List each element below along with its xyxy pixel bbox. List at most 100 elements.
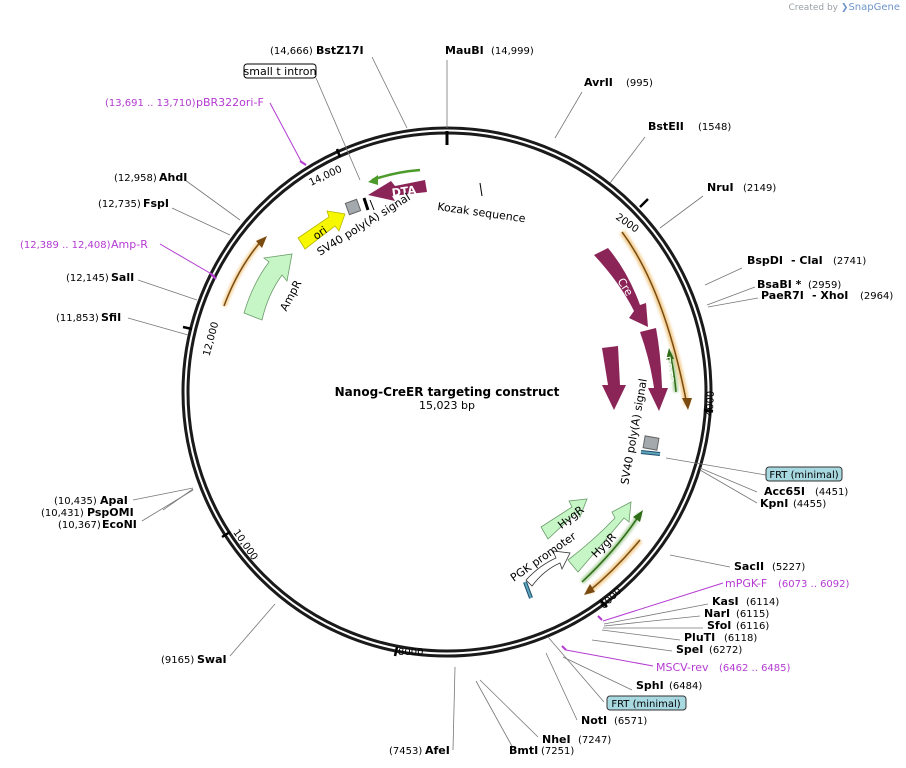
site-nhei-name[interactable]: NheI [542, 733, 571, 746]
tick-10000: 10,000 [230, 528, 259, 563]
site-noti-name[interactable]: NotI [581, 714, 607, 727]
site-bsteii-name[interactable]: BstEII [648, 120, 684, 133]
sv40-right-label: SV40 poly(A) signal [618, 378, 649, 486]
site-acc65i-pos: (4451) [815, 487, 848, 498]
site-sacii-name[interactable]: SacII [734, 560, 764, 573]
hygr-inner-feature[interactable] [567, 501, 632, 573]
site-labels[interactable]: MauBI (14,999) AvrII (995) BstEII (1548)… [41, 44, 893, 757]
site-apai-pos: (10,435) [54, 496, 97, 507]
tick-14000: 14,000 [307, 164, 343, 189]
primer-pbr322-pos: (13,691 .. 13,710) [105, 98, 196, 109]
site-afei-pos: (7453) [389, 746, 422, 757]
site-clai-name[interactable]: - ClaI [791, 254, 823, 267]
site-econi-pos: (10,367) [58, 520, 101, 531]
site-afei-name[interactable]: AfeI [425, 744, 450, 757]
site-fspi-name[interactable]: FspI [143, 197, 169, 210]
primer-labels[interactable]: (13,691 .. 13,710) pBR322ori-F (12,389 .… [20, 96, 850, 674]
snapgene-logo-icon: ❯ [840, 3, 849, 13]
site-bspdi-name[interactable]: BspDI [747, 254, 783, 267]
dta-label: DTA [391, 183, 417, 199]
site-kasi-pos: (6114) [746, 597, 779, 608]
tick-4000: 4000 [705, 391, 717, 417]
small-t-intron-box[interactable] [243, 63, 317, 79]
site-pluti-pos: (6118) [724, 633, 757, 644]
site-maubi-pos: (14,999) [491, 46, 534, 57]
frt-bottom-box[interactable] [606, 695, 687, 711]
frt-top-label: FRT (minimal) [769, 470, 838, 481]
site-sfoi-name[interactable]: SfoI [707, 619, 731, 632]
site-avrii-name[interactable]: AvrII [584, 76, 613, 89]
site-sali-name[interactable]: SalI [111, 271, 134, 284]
hygr-outer-feature[interactable] [540, 498, 588, 540]
credit-brand: SnapGene [848, 2, 900, 13]
primer-mscv-pos: (6462 .. 6485) [719, 663, 791, 674]
tick-8000: 8000 [398, 647, 423, 658]
site-paer7i-name[interactable]: PaeR7I [761, 289, 804, 302]
ampr-feature[interactable] [243, 253, 293, 321]
primer-leaders [159, 102, 724, 667]
site-xhoi-pos: (2964) [860, 291, 893, 302]
frt-bottom-label: FRT (minimal) [611, 699, 680, 710]
map-title: Nanog-CreER targeting construct [335, 385, 560, 399]
tick-12000: 12,000 [202, 321, 222, 358]
orf-top-green [371, 168, 421, 182]
site-nari-pos: (6115) [736, 609, 769, 620]
site-pspomi-name[interactable]: PspOMI [87, 506, 134, 519]
site-nrui-name[interactable]: NruI [707, 181, 734, 194]
dta-feature[interactable] [368, 180, 427, 201]
kozak-label: Kozak sequence [437, 200, 527, 225]
site-noti-pos: (6571) [614, 716, 647, 727]
site-sphi-pos: (6484) [669, 681, 702, 692]
small-t-intron-label: small t intron [244, 65, 317, 78]
site-sfii-name[interactable]: SfiI [101, 311, 121, 324]
site-bsabi-name[interactable]: BsaBI * [757, 278, 802, 291]
site-leaders [127, 56, 759, 751]
site-kpni-pos: (4455) [793, 499, 826, 510]
site-nrui-pos: (2149) [743, 183, 776, 194]
site-bmti-name[interactable]: BmtI [509, 744, 538, 757]
er-lbd-feature[interactable] [602, 346, 626, 410]
primer-mpgk-pos: (6073 .. 6092) [778, 579, 850, 590]
primer-mpgk-name[interactable]: mPGK-F [725, 577, 767, 590]
site-ahdi-name[interactable]: AhdI [159, 171, 187, 184]
pgk-promoter-feature[interactable] [525, 550, 571, 587]
site-nhei-pos: (7247) [578, 735, 611, 746]
site-sali-pos: (12,145) [66, 273, 109, 284]
site-sacii-pos: (5227) [772, 562, 805, 573]
site-swai-name[interactable]: SwaI [197, 653, 227, 666]
site-fspi-pos: (12,735) [98, 199, 141, 210]
site-sfoi-pos: (6116) [736, 621, 769, 632]
ori-feature[interactable] [297, 210, 346, 250]
site-nari-name[interactable]: NarI [704, 607, 730, 620]
frt-top-box[interactable] [765, 466, 843, 482]
primer-marks [209, 160, 603, 651]
site-spei-pos: (6272) [709, 645, 742, 656]
site-xhoi-name[interactable]: - XhoI [812, 289, 848, 302]
site-apai-name[interactable]: ApaI [100, 494, 128, 507]
snapgene-credit: Created by ❯SnapGene [788, 2, 900, 13]
site-pluti-name[interactable]: PluTI [684, 631, 715, 644]
site-econi-name[interactable]: EcoNI [102, 518, 137, 531]
sv40-top-marker [344, 198, 362, 216]
site-sphi-name[interactable]: SphI [636, 679, 664, 692]
site-acc65i-name[interactable]: Acc65I [764, 485, 805, 498]
site-bstz17i-pos: (14,666) [270, 46, 313, 57]
site-bstz17i-name[interactable]: BstZ17I [316, 44, 364, 57]
site-kasi-name[interactable]: KasI [712, 595, 739, 608]
cre-feature[interactable] [594, 248, 648, 327]
primer-ampr-name[interactable]: Amp-R [111, 238, 148, 251]
ertz-label: ERT2 [659, 355, 676, 384]
primer-mscv-name[interactable]: MSCV-rev [656, 661, 709, 674]
map-size: 15,023 bp [419, 399, 475, 412]
site-swai-pos: (9165) [161, 655, 194, 666]
ertz-feature[interactable] [640, 328, 668, 411]
site-kpni-name[interactable]: KpnI [760, 497, 788, 510]
site-spei-name[interactable]: SpeI [676, 643, 703, 656]
er-lbd-label: ER-LBD [624, 360, 640, 401]
site-bspdi-pos: (2741) [833, 256, 866, 267]
primer-pbr322-name[interactable]: pBR322ori-F [196, 96, 264, 109]
site-maubi-name[interactable]: MauBI [445, 44, 484, 57]
site-bsabi-pos: (2959) [808, 280, 841, 291]
site-bsteii-pos: (1548) [698, 122, 731, 133]
